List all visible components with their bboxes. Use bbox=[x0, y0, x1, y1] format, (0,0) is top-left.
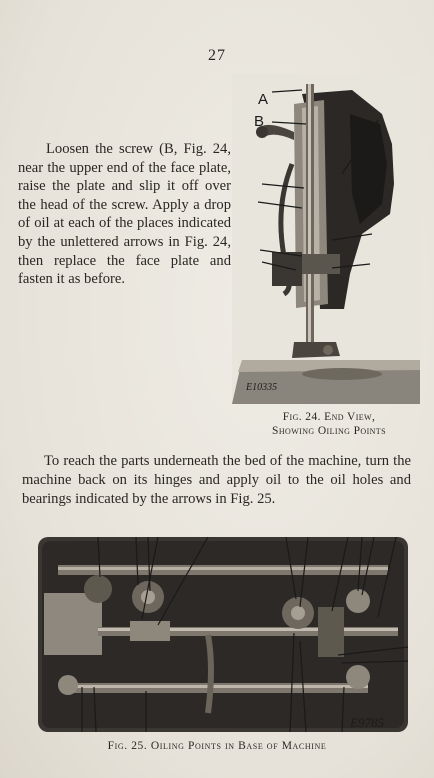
crank-block bbox=[318, 607, 344, 657]
bearing-block-left bbox=[130, 621, 170, 641]
fig25-plate-code: E9785 bbox=[349, 715, 384, 730]
side-clamp bbox=[272, 252, 302, 286]
paragraph-underneath-bed: To reach the parts underneath the bed of… bbox=[22, 453, 411, 507]
figure-24-end-view: A B E10335 bbox=[232, 74, 420, 404]
fig24-label-b: B bbox=[254, 113, 264, 130]
left-plate bbox=[44, 593, 102, 655]
needle-plate bbox=[302, 368, 382, 380]
bearing-right-top bbox=[346, 589, 370, 613]
upper-rod-highlight bbox=[58, 567, 388, 570]
fig24-caption-line-2: Showing Oiling Points bbox=[272, 425, 386, 437]
lower-shaft-highlight bbox=[68, 685, 368, 688]
fig24-plate-code: E10335 bbox=[245, 382, 277, 393]
foot-screw bbox=[323, 345, 333, 355]
bearing-right-bottom bbox=[346, 665, 370, 689]
lower-bracket bbox=[296, 254, 340, 274]
main-shaft-highlight bbox=[98, 628, 398, 631]
bearing-left-bottom bbox=[58, 675, 78, 695]
fig24-label-a: A bbox=[258, 91, 268, 108]
oiling-arrows-fig24 bbox=[257, 89, 379, 271]
figure-25-base-of-machine: E9785 bbox=[38, 537, 408, 732]
paragraph-face-plate: Loosen the screw (B, Fig. 24, near the u… bbox=[18, 141, 231, 288]
page-number: 27 bbox=[208, 47, 226, 64]
gear-left-hub bbox=[141, 590, 155, 604]
fig24-caption-line-1: Fig. 24. End View, bbox=[282, 411, 376, 423]
oiling-arrows-fig25 bbox=[81, 537, 408, 732]
bed-edge bbox=[238, 360, 420, 372]
gear-right-hub bbox=[291, 606, 305, 620]
main-shaft bbox=[98, 627, 398, 636]
presser-lever bbox=[262, 124, 294, 140]
lever-knob bbox=[256, 126, 268, 138]
figure-24-caption: Fig. 24. End View, Showing Oiling Points bbox=[236, 410, 422, 438]
figure-25-caption: Fig. 25. Oiling Points in Base of Machin… bbox=[107, 740, 327, 752]
needle-bar-highlight bbox=[308, 84, 311, 354]
bearing-left-top bbox=[84, 575, 112, 603]
connecting-rod bbox=[205, 634, 214, 714]
casting-shadow bbox=[350, 114, 387, 224]
